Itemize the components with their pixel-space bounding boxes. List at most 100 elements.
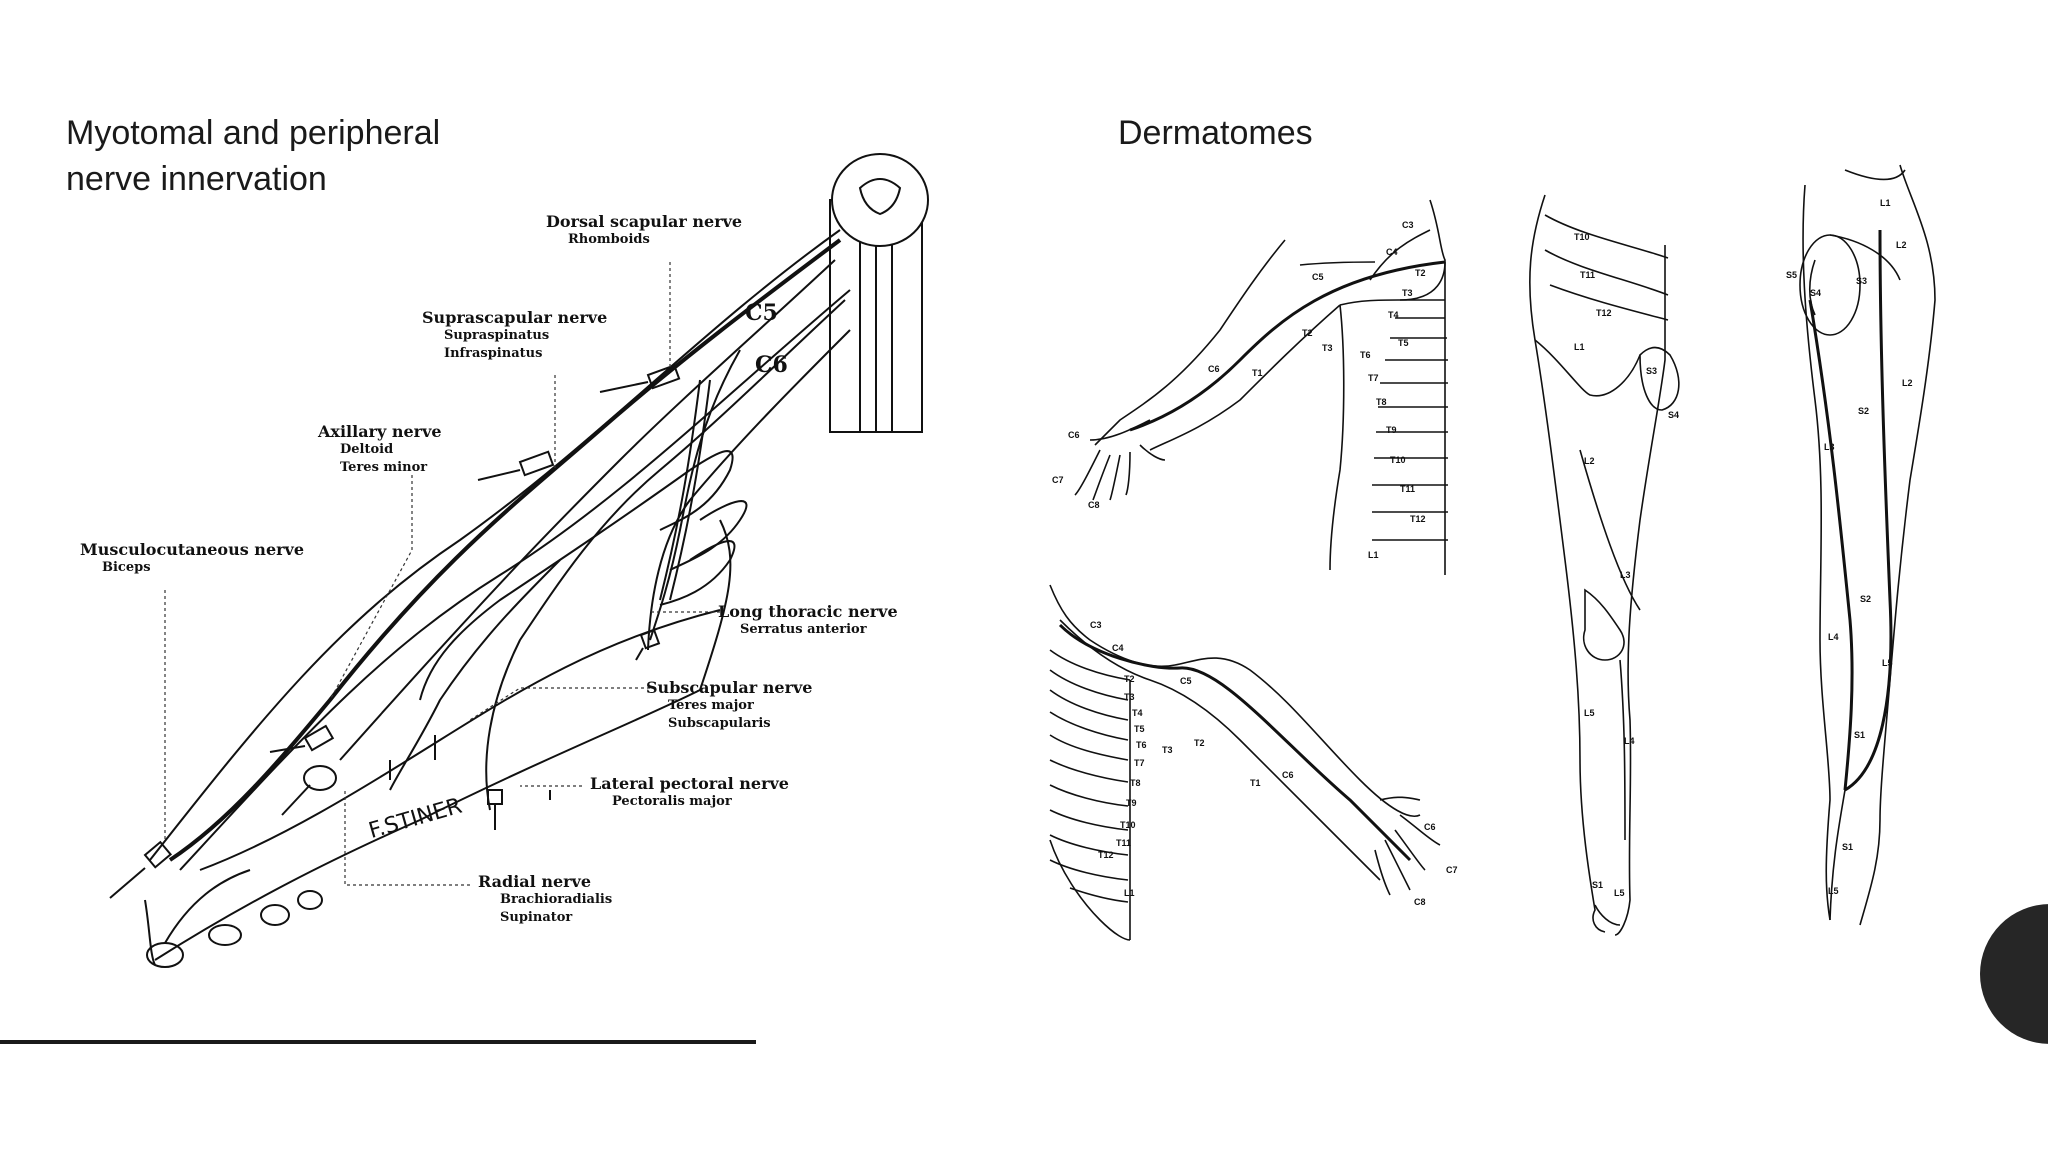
dermatome-label: L1 [1368, 550, 1379, 560]
dermatome-label: T9 [1386, 425, 1397, 435]
dermatome-label: C6 [1068, 430, 1080, 440]
root-label-c5: C5 [745, 300, 778, 326]
dermatome-label: T12 [1098, 850, 1114, 860]
dermatome-upper-back [1049, 584, 1441, 941]
spinal-cord-cross-section [831, 153, 929, 247]
dermatome-label: L3 [1824, 442, 1835, 452]
dermatome-label: T10 [1120, 820, 1136, 830]
dermatome-label: T12 [1410, 514, 1426, 524]
dermatome-label: C3 [1402, 220, 1414, 230]
dermatome-label: C6 [1282, 770, 1294, 780]
dermatome-label: T1 [1250, 778, 1261, 788]
dermatome-label: L4 [1624, 736, 1635, 746]
nerve-label-axillary: Axillary nerve [318, 422, 442, 441]
dermatome-label: T12 [1596, 308, 1612, 318]
dermatome-label: T3 [1124, 692, 1135, 702]
dermatome-label: T2 [1124, 674, 1135, 684]
muscle-label-rhomboids: Rhomboids [568, 232, 650, 247]
muscle-label-deltoid: Deltoid [340, 442, 394, 457]
dermatome-label: T8 [1130, 778, 1141, 788]
dermatome-upper-front [1074, 199, 1448, 575]
muscle-label-serratus-anterior: Serratus anterior [740, 622, 867, 637]
dermatome-label: C5 [1312, 272, 1324, 282]
dermatome-label: T8 [1376, 397, 1387, 407]
dermatome-leg-back [1799, 164, 1936, 926]
dermatome-label: C6 [1424, 822, 1436, 832]
muscle-label-supinator: Supinator [500, 910, 573, 925]
dermatome-label: C7 [1446, 865, 1458, 875]
dermatome-label: T2 [1415, 268, 1426, 278]
muscle-label-supraspinatus: Supraspinatus [444, 328, 550, 343]
dermatome-label: L1 [1574, 342, 1585, 352]
dermatome-label: T6 [1360, 350, 1371, 360]
dermatome-label: L5 [1614, 888, 1625, 898]
muscle-label-pectoralis-major: Pectoralis major [612, 794, 732, 809]
dermatome-label: T7 [1368, 373, 1379, 383]
slide-title-left: Myotomal and peripheral nerve innervatio… [66, 114, 441, 198]
dermatome-label: S4 [1810, 288, 1822, 298]
dermatome-label: T6 [1136, 740, 1147, 750]
dermatome-label: L5 [1828, 886, 1839, 896]
dermatome-label: L5 [1882, 658, 1893, 668]
nerve-label-long-thoracic: Long thoracic nerve [718, 602, 898, 621]
dermatome-label: T10 [1574, 232, 1590, 242]
nerve-label-radial: Radial nerve [478, 872, 592, 891]
dermatome-label: S1 [1854, 730, 1866, 740]
dermatome-label: L2 [1896, 240, 1907, 250]
dermatome-leg-front [1529, 194, 1680, 936]
dermatome-label: T2 [1302, 328, 1313, 338]
dermatome-label: S5 [1786, 270, 1798, 280]
muscle-label-teres-minor: Teres minor [340, 460, 428, 475]
dermatome-label: C4 [1112, 643, 1124, 653]
dermatome-label: C8 [1414, 897, 1426, 907]
dermatome-label: T4 [1132, 708, 1143, 718]
dermatome-label: S1 [1842, 842, 1854, 852]
dermatome-label: T3 [1322, 343, 1333, 353]
dermatome-label: C7 [1052, 475, 1064, 485]
dermatome-label: T9 [1126, 798, 1137, 808]
dermatome-label: T11 [1400, 484, 1416, 494]
dermatome-label: S1 [1592, 880, 1604, 890]
dermatome-label: S2 [1858, 406, 1870, 416]
dermatome-label: L2 [1584, 456, 1595, 466]
dermatome-label: L3 [1620, 570, 1631, 580]
nerve-label-musculocutaneous: Musculocutaneous nerve [80, 540, 305, 559]
muscle-label-infraspinatus: Infraspinatus [444, 346, 543, 361]
dermatome-label: L4 [1828, 632, 1839, 642]
arm-outline-upper [149, 229, 841, 861]
bottom-divider [0, 1040, 756, 1044]
dermatome-label: S3 [1856, 276, 1868, 286]
muscle-label-brachioradialis: Brachioradialis [500, 892, 613, 907]
dermatome-label: L5 [1584, 708, 1595, 718]
muscle-label-biceps: Biceps [102, 560, 151, 575]
dermatome-label: C4 [1386, 247, 1398, 257]
dermatome-label: T3 [1402, 288, 1413, 298]
dermatome-label: T5 [1398, 338, 1409, 348]
dermatome-label: L1 [1124, 888, 1135, 898]
dermatome-label: L1 [1880, 198, 1891, 208]
dermatome-label: S3 [1646, 366, 1658, 376]
dermatome-label: T5 [1134, 724, 1145, 734]
dermatome-label: T11 [1580, 270, 1596, 280]
dermatome-label: T3 [1162, 745, 1173, 755]
slide-title-right: Dermatomes [1118, 114, 1313, 152]
dermatome-label: L2 [1902, 378, 1913, 388]
muscle-label-teres-major: Teres major [668, 698, 754, 713]
dermatome-label: T1 [1252, 368, 1263, 378]
nerve-label-subscapular: Subscapular nerve [646, 678, 813, 697]
nerve-label-suprascapular: Suprascapular nerve [422, 308, 608, 327]
dermatome-label: T10 [1390, 455, 1406, 465]
dermatome-label: T7 [1134, 758, 1145, 768]
nerve-label-lateral-pectoral: Lateral pectoral nerve [590, 774, 789, 793]
dermatome-label: T11 [1116, 838, 1132, 848]
muscle-label-subscapularis: Subscapularis [668, 716, 771, 731]
root-label-c6: C6 [755, 352, 788, 378]
nerve-label-dorsal-scapular: Dorsal scapular nerve [546, 212, 743, 231]
dermatome-label: C5 [1180, 676, 1192, 686]
dermatome-label: C6 [1208, 364, 1220, 374]
dermatome-label: C8 [1088, 500, 1100, 510]
dermatome-label: T2 [1194, 738, 1205, 748]
dermatome-label: C3 [1090, 620, 1102, 630]
